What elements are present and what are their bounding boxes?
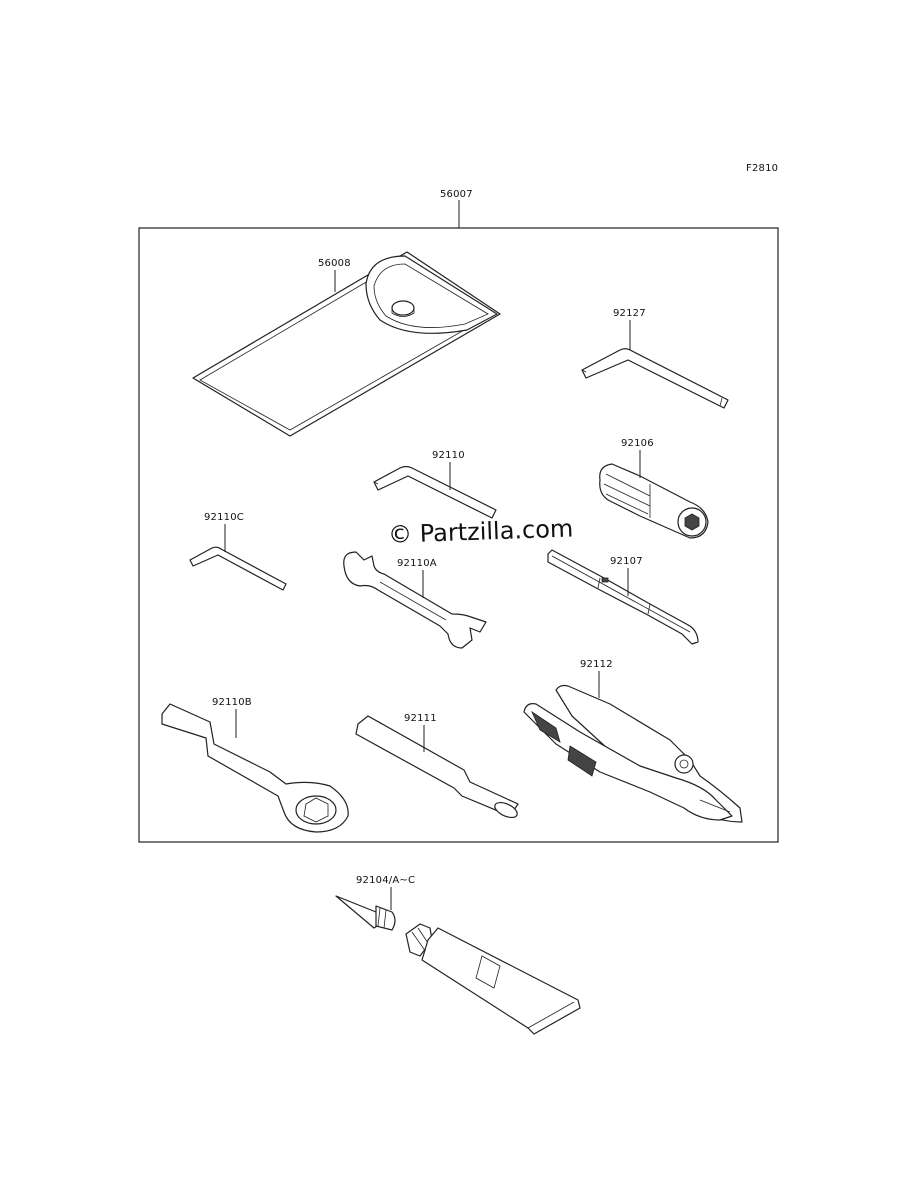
part-label-socket: 92106 — [621, 438, 654, 449]
extension-bar-icon[interactable] — [355, 715, 519, 821]
kit-label: 56007 — [440, 189, 473, 200]
hex-key-large-icon[interactable] — [581, 348, 729, 409]
part-label-screwdriver: 92107 — [610, 556, 643, 567]
figure-code: F2810 — [746, 163, 778, 174]
tool-pouch-icon[interactable] — [192, 251, 501, 437]
socket-tool-icon[interactable] — [599, 463, 709, 539]
watermark: © Partzilla.com — [388, 514, 574, 548]
part-label-open-wrench: 92110A — [397, 558, 437, 569]
part-label-hex-large: 92127 — [613, 308, 646, 319]
hex-key-medium-icon[interactable] — [373, 465, 497, 519]
box-wrench-icon[interactable] — [161, 703, 349, 833]
sealant-tube-icon[interactable] — [335, 895, 581, 1035]
open-end-wrench-icon[interactable] — [343, 551, 487, 649]
hex-key-small-icon[interactable] — [189, 546, 287, 591]
part-label-pouch: 56008 — [318, 258, 351, 269]
part-label-hex-medium: 92110 — [432, 450, 465, 461]
part-label-box-wrench: 92110B — [212, 697, 252, 708]
screwdriver-icon[interactable] — [547, 549, 699, 645]
part-label-pliers: 92112 — [580, 659, 613, 670]
kit-frame — [138, 227, 779, 843]
part-label-tube: 92104/A~C — [356, 875, 415, 886]
part-label-handle: 92111 — [404, 713, 437, 724]
pliers-icon[interactable] — [523, 684, 743, 823]
part-label-hex-small: 92110C — [204, 512, 244, 523]
